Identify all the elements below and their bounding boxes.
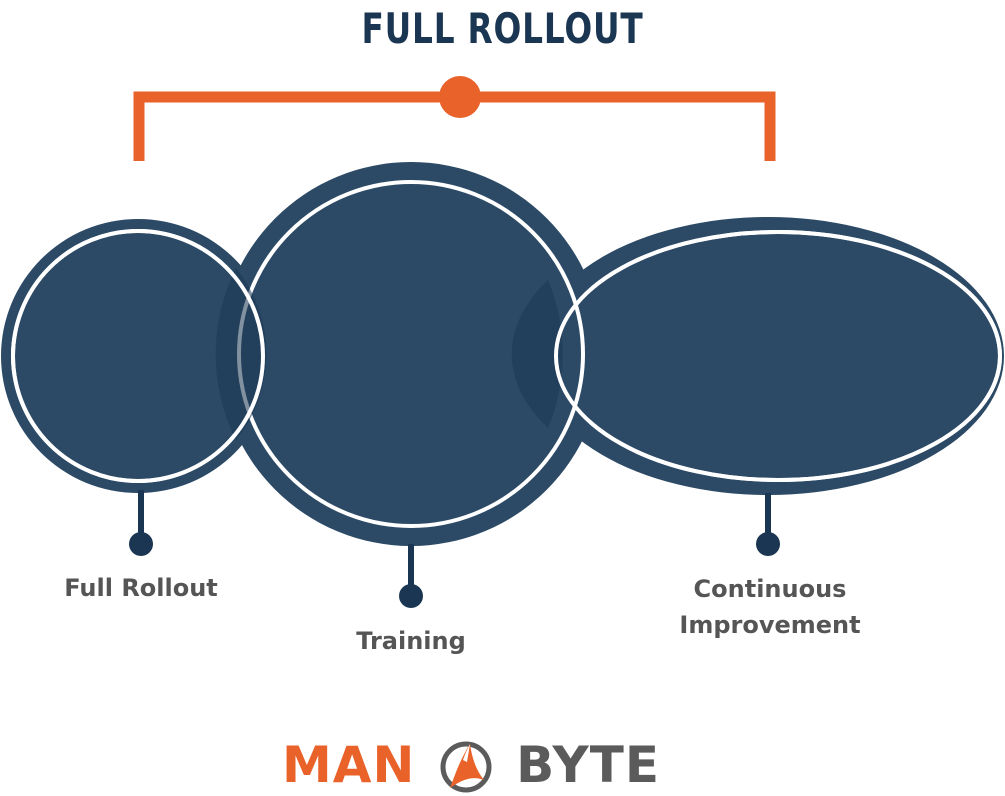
label-continuous-improvement: Continuous Improvement	[640, 571, 900, 643]
label-text: Training	[356, 627, 466, 655]
label-training: Training	[311, 623, 511, 659]
overlap-right	[511, 280, 563, 428]
connector-full-rollout	[129, 490, 153, 556]
diagram-title: FULL ROLLOUT	[361, 4, 644, 53]
stage-circle-outer	[1, 219, 275, 493]
label-text: Full Rollout	[64, 574, 218, 602]
connector-dot	[399, 584, 423, 608]
logo-text-left: MAN	[282, 736, 416, 794]
ring-left-front	[11, 229, 265, 483]
connector-dot	[129, 532, 153, 556]
connector-training	[399, 544, 423, 608]
stage-circle-outer	[219, 162, 603, 546]
connector-dot	[756, 532, 780, 556]
rollout-bracket	[133, 76, 776, 161]
logo-text-right: BYTE	[516, 736, 660, 794]
brand-logo: MAN BYTE	[282, 736, 660, 794]
bracket-node	[439, 76, 481, 118]
label-line-1: Continuous	[693, 575, 847, 603]
ring-right-front	[554, 230, 1002, 482]
shark-fin-icon	[440, 741, 492, 793]
label-line-2: Improvement	[679, 611, 861, 639]
connector-continuous-improvement	[756, 493, 780, 556]
label-full-rollout: Full Rollout	[41, 570, 241, 606]
stage-ellipse-outer	[532, 217, 1004, 495]
